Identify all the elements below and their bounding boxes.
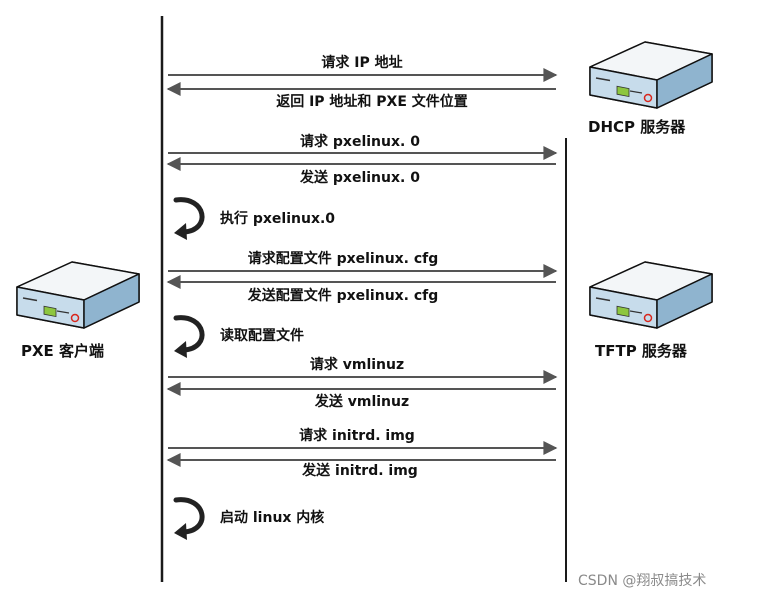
tftp-server-icon bbox=[589, 261, 713, 329]
message-arrows bbox=[166, 68, 558, 467]
dhcp-server-label: DHCP 服务器 bbox=[588, 118, 686, 136]
message-label: 发送 vmlinuz bbox=[314, 394, 410, 410]
self-loop-arrow-icon bbox=[173, 315, 205, 358]
watermark: CSDN @翔叔搞技术 bbox=[578, 573, 707, 589]
dhcp-server-icon bbox=[589, 41, 713, 109]
client-action-label: 执行 pxelinux.0 bbox=[220, 211, 336, 227]
tftp-server-label: TFTP 服务器 bbox=[595, 342, 687, 360]
client-label: PXE 客户端 bbox=[21, 342, 105, 360]
client-action-label: 读取配置文件 bbox=[220, 328, 304, 344]
message-label: 返回 IP 地址和 PXE 文件位置 bbox=[276, 94, 468, 110]
message-label: 请求 IP 地址 bbox=[321, 55, 403, 71]
self-loop-arrow-icon bbox=[173, 497, 205, 540]
message-label: 发送配置文件 pxelinux. cfg bbox=[247, 288, 439, 304]
client-action-loops bbox=[173, 197, 205, 540]
client-action-label: 启动 linux 内核 bbox=[220, 510, 325, 526]
message-label: 请求 pxelinux. 0 bbox=[300, 134, 420, 150]
message-label: 发送 initrd. img bbox=[302, 463, 418, 479]
message-label: 发送 pxelinux. 0 bbox=[300, 170, 420, 186]
message-label: 请求 initrd. img bbox=[299, 428, 415, 444]
message-label: 请求配置文件 pxelinux. cfg bbox=[247, 251, 439, 267]
message-label: 请求 vmlinuz bbox=[309, 357, 405, 373]
self-loop-arrow-icon bbox=[173, 197, 205, 240]
client-computer-icon bbox=[16, 261, 140, 329]
